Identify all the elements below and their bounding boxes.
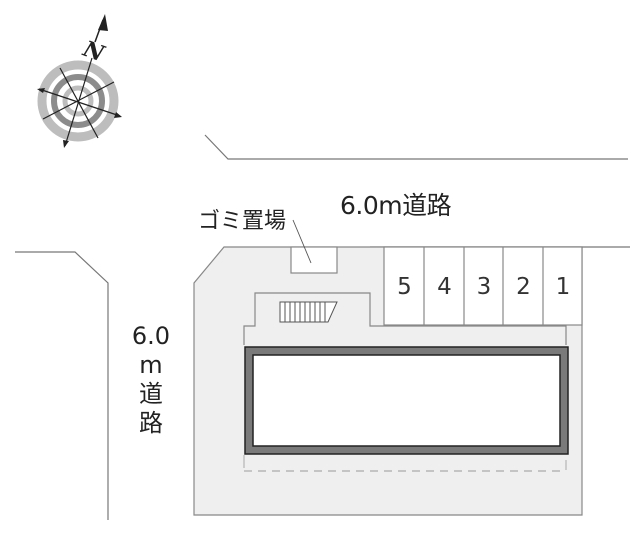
road-top-far-edge xyxy=(204,134,628,160)
stairs-icon xyxy=(279,301,338,323)
parking-slot-3: 3 xyxy=(476,274,492,300)
parking-slot-2: 2 xyxy=(516,274,531,300)
road-left-char-2: 路 xyxy=(139,409,163,437)
building xyxy=(244,346,569,455)
road-left-char-1: 道 xyxy=(139,380,163,408)
parking-slot-4: 4 xyxy=(437,274,452,300)
garbage-area-label: ゴミ置場 xyxy=(198,209,287,234)
parking-area xyxy=(383,246,583,326)
road-left-label: 6.0 m 道 路 xyxy=(126,322,176,438)
parking-slot-5: 5 xyxy=(397,274,412,300)
compass-rose-icon: N xyxy=(37,14,122,148)
road-left-edge xyxy=(15,251,109,520)
parking-slot-1: 1 xyxy=(555,274,571,300)
entrance-outline xyxy=(243,292,567,345)
road-left-width: 6.0 xyxy=(131,322,171,350)
road-top-label: 6.0m道路 xyxy=(340,191,452,220)
garbage-area xyxy=(290,246,338,274)
road-left-unit: m xyxy=(139,351,163,379)
